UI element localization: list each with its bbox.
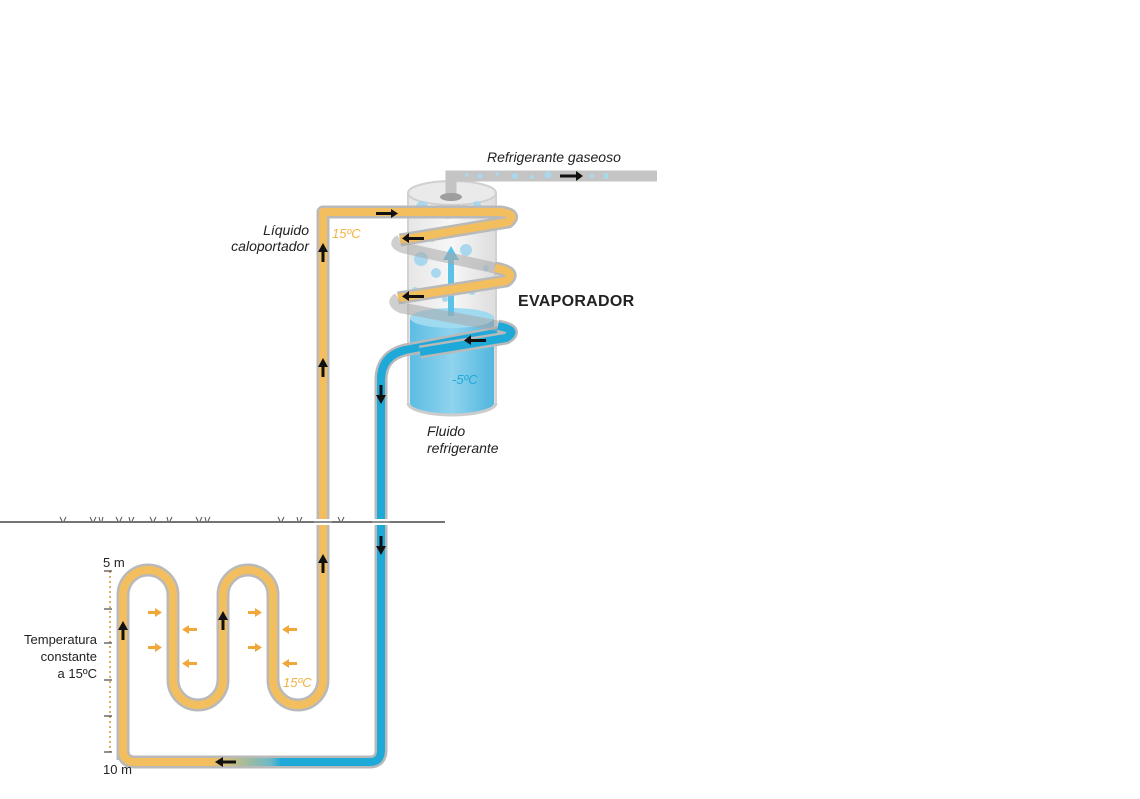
ground-temp-label-1: Temperatura — [24, 632, 98, 647]
heat-carrier-pipe — [116, 205, 408, 760]
heat-carrier-label-2: caloportador — [231, 238, 310, 254]
evaporator-coils — [389, 205, 518, 359]
heat-arrow-icon — [148, 608, 297, 668]
flow-arrow-icon — [376, 209, 486, 345]
temp-evaporator-label: -5ºC — [452, 372, 478, 387]
depth-scale — [104, 570, 112, 753]
ground-surface — [0, 516, 445, 525]
heat-carrier-label-1: Líquido — [263, 222, 309, 238]
depth-bottom-label: 10 m — [103, 762, 132, 777]
refrigerant-fluid-label-2: refrigerante — [427, 440, 499, 456]
ground-temp-label-2: constante — [41, 649, 97, 664]
grass-tuft-icon — [59, 516, 345, 522]
depth-top-label: 5 m — [103, 555, 125, 570]
refrigerant-pipe — [116, 323, 514, 769]
evaporator-title: EVAPORADOR — [518, 293, 635, 310]
gas-outlet-pipe — [440, 170, 657, 201]
flow-arrow-icon — [118, 243, 386, 767]
flow-arrow-icon — [560, 171, 583, 181]
refrigerant-fluid-label-1: Fluido — [427, 423, 465, 439]
ground-temp-label-3: a 15ºC — [58, 666, 97, 681]
refrigerant-gas-label: Refrigerante gaseoso — [487, 149, 621, 165]
temp-top-label: 15ºC — [332, 226, 361, 241]
temp-ground-label: 15ºC — [283, 675, 312, 690]
